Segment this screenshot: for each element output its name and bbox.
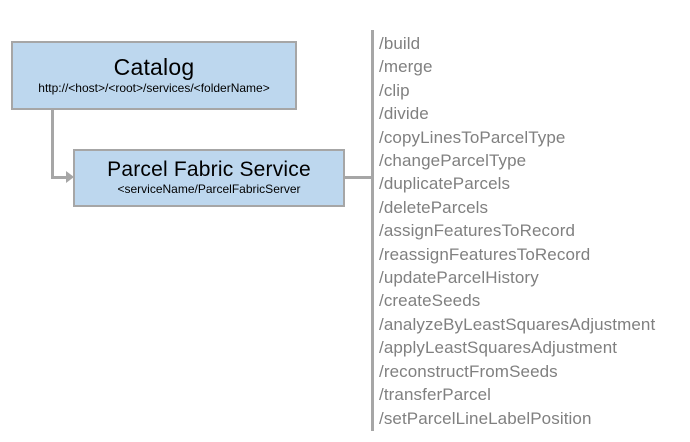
arrowhead-icon: [66, 171, 74, 183]
connector-catalog-to-service-horizontal: [51, 176, 69, 179]
operation-item[interactable]: /clip: [379, 80, 410, 100]
connector-service-to-operations: [345, 176, 373, 179]
operation-item[interactable]: /createSeeds: [379, 291, 481, 311]
operation-item[interactable]: /changeParcelType: [379, 151, 527, 171]
catalog-node: Catalog http://<host>/<root>/services/<f…: [11, 41, 297, 110]
operation-item[interactable]: /analyzeByLeastSquaresAdjustment: [379, 314, 656, 334]
operation-item[interactable]: /reconstructFromSeeds: [379, 361, 558, 381]
operation-item[interactable]: /duplicateParcels: [379, 174, 511, 194]
operation-item[interactable]: /transferParcel: [379, 385, 492, 405]
operation-item[interactable]: /reassignFeaturesToRecord: [379, 244, 591, 264]
operation-item[interactable]: /build: [379, 34, 421, 53]
operation-item[interactable]: /setParcelLineLabelPosition: [379, 408, 592, 428]
operation-item[interactable]: /copyLinesToParcelType: [379, 127, 566, 147]
parcel-fabric-service-node: Parcel Fabric Service <serviceName/Parce…: [73, 149, 345, 207]
catalog-node-title: Catalog: [113, 54, 195, 81]
operation-item[interactable]: /deleteParcels: [379, 197, 489, 217]
operation-item[interactable]: /assignFeaturesToRecord: [379, 221, 576, 241]
operation-item[interactable]: /applyLeastSquaresAdjustment: [379, 338, 618, 358]
operations-list: /build/merge/clip/divide/copyLinesToParc…: [379, 32, 684, 430]
service-node-path: <serviceName/ParcelFabricServer: [117, 182, 301, 197]
operation-item[interactable]: /divide: [379, 104, 429, 124]
operation-item[interactable]: /updateParcelHistory: [379, 268, 539, 288]
service-node-title: Parcel Fabric Service: [107, 158, 311, 182]
operation-item[interactable]: /merge: [379, 57, 433, 77]
catalog-node-url: http://<host>/<root>/services/<folderNam…: [38, 81, 270, 96]
connector-catalog-to-service-vertical: [51, 110, 54, 179]
operations-rail-divider: [371, 30, 374, 431]
